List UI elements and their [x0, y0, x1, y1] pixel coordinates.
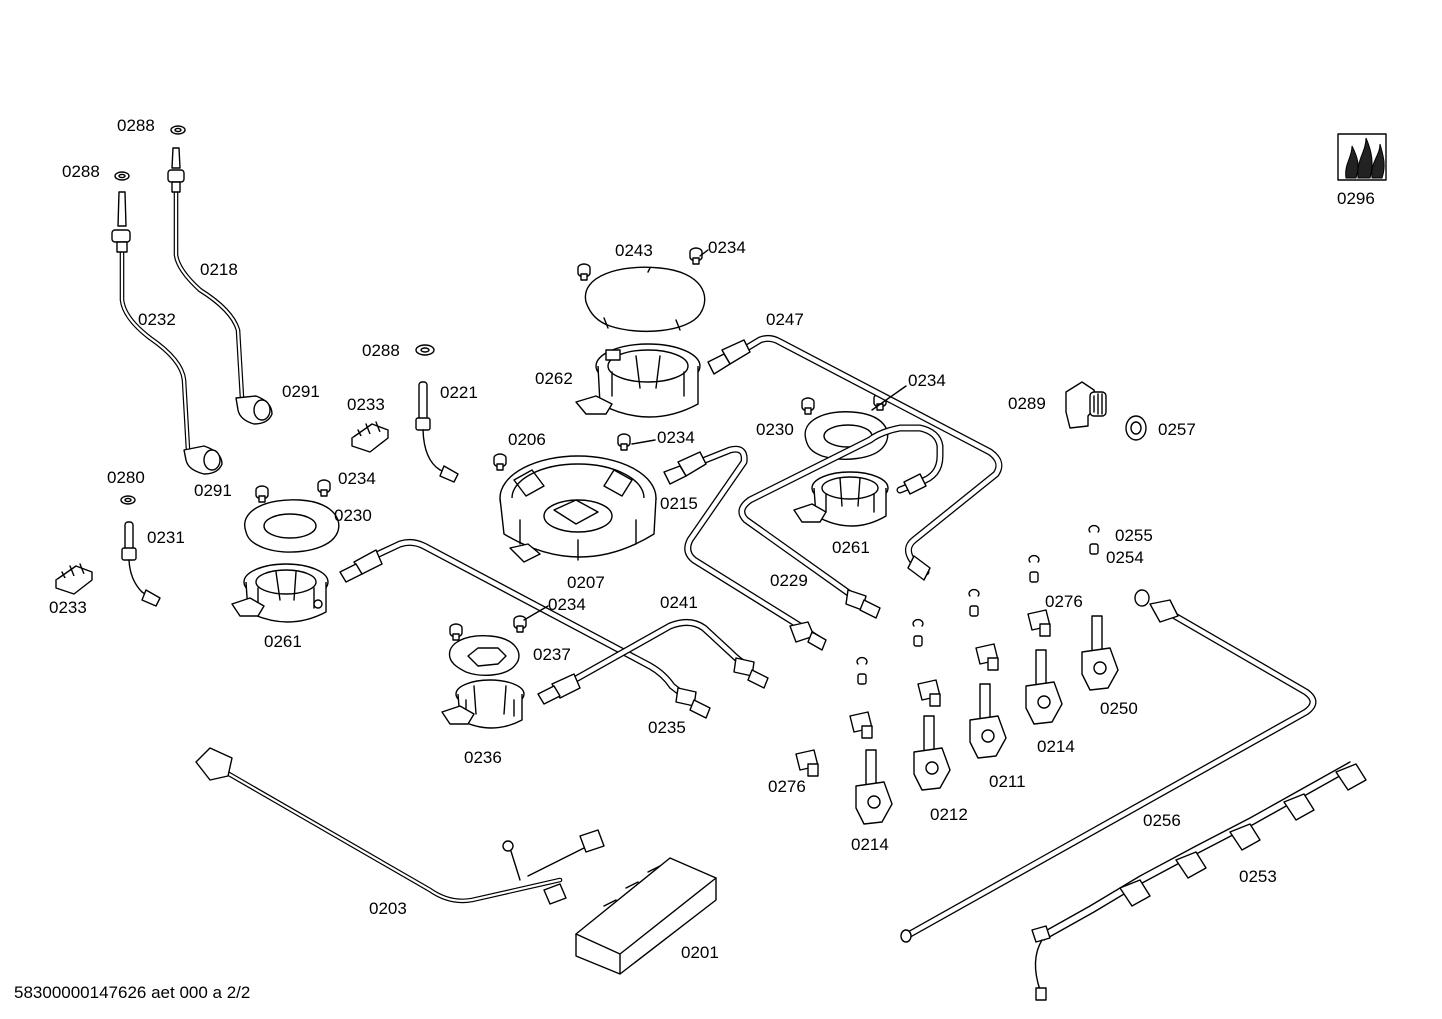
label-0296: 0296 — [1337, 189, 1375, 208]
label-0289: 0289 — [1008, 394, 1046, 413]
gas-valve-0250 — [1081, 615, 1119, 691]
label-0237: 0237 — [533, 645, 571, 664]
gas-pipe-0215 — [663, 445, 827, 651]
ignition-electrode-0221 — [415, 381, 459, 483]
label-0201: 0201 — [681, 943, 719, 962]
label-0236: 0236 — [464, 748, 502, 767]
label-0207: 0207 — [567, 573, 605, 592]
label-0229: 0229 — [770, 571, 808, 590]
burner-cup-0261-b — [793, 471, 889, 527]
screw-0234 — [255, 247, 887, 641]
gas-valve-0214-a — [1025, 649, 1063, 725]
label-0234: 0234 — [908, 371, 946, 390]
clip-0233-a — [351, 421, 389, 453]
gasket-0230-a — [244, 499, 340, 553]
wiring-harness-0203 — [195, 747, 605, 905]
washer-0288-c — [415, 344, 435, 356]
label-0230: 0230 — [756, 420, 794, 439]
label-0211: 0211 — [989, 772, 1026, 791]
clip-0233-b — [55, 563, 93, 595]
elbow-connector-0289 — [1065, 381, 1107, 429]
label-0291: 0291 — [282, 382, 320, 401]
label-0233: 0233 — [49, 598, 87, 617]
leader-lines — [523, 249, 907, 621]
ignition-harness-0253 — [1031, 761, 1367, 1001]
burner-cup-0261-a — [231, 563, 329, 623]
gas-valves — [795, 524, 1119, 825]
label-0250: 0250 — [1100, 699, 1138, 718]
label-0231: 0231 — [147, 528, 185, 547]
label-0243: 0243 — [615, 241, 653, 260]
label-0234: 0234 — [657, 428, 695, 447]
label-0212: 0212 — [930, 805, 968, 824]
label-0257: 0257 — [1158, 420, 1196, 439]
flame-symbol-0296 — [1337, 133, 1387, 181]
label-0221: 0221 — [440, 383, 478, 402]
wok-burner-0206 — [499, 455, 657, 563]
label-0254: 0254 — [1106, 548, 1144, 567]
thermocouple-0218 — [167, 147, 273, 425]
label-0288: 0288 — [362, 341, 400, 360]
gas-valve-0214-b — [855, 749, 893, 825]
sealing-washer-0257 — [1125, 415, 1147, 441]
gas-valve-0211 — [969, 683, 1007, 759]
thermocouple-0232 — [111, 191, 223, 475]
label-0218: 0218 — [200, 260, 238, 279]
ignition-electrode-0231 — [121, 521, 161, 607]
gas-valve-0212 — [913, 715, 951, 791]
gasket-0243 — [584, 266, 706, 333]
label-0235: 0235 — [648, 718, 686, 737]
label-0261: 0261 — [264, 632, 302, 651]
gas-pipe-0229 — [738, 424, 944, 619]
label-0288: 0288 — [62, 162, 100, 181]
label-0206: 0206 — [508, 430, 546, 449]
label-0276: 0276 — [1045, 592, 1083, 611]
burner-cup-0262 — [575, 343, 701, 418]
label-0241: 0241 — [660, 593, 698, 612]
label-0234: 0234 — [548, 595, 586, 614]
label-0214: 0214 — [1037, 737, 1075, 756]
label-0215: 0215 — [660, 494, 698, 513]
label-0288: 0288 — [117, 116, 155, 135]
washer-0288-b — [114, 171, 130, 181]
label-0233: 0233 — [347, 395, 385, 414]
label-0234: 0234 — [338, 469, 376, 488]
label-0230: 0230 — [334, 506, 372, 525]
label-0256: 0256 — [1143, 811, 1181, 830]
washer-0288-a — [170, 125, 186, 135]
gasket-0237 — [448, 635, 520, 676]
label-0280: 0280 — [107, 468, 145, 487]
label-0255: 0255 — [1115, 526, 1153, 545]
burner-cup-0236 — [441, 679, 525, 729]
part-labels: 0288 0288 0288 0218 0232 0291 0291 0233 … — [49, 116, 1375, 962]
gas-pipe-0247 — [707, 334, 1003, 581]
document-id-footer: 58300000147626 aet 000 a 2/2 — [14, 983, 250, 1002]
label-0232: 0232 — [138, 310, 176, 329]
label-0253: 0253 — [1239, 867, 1277, 886]
label-0247: 0247 — [766, 310, 804, 329]
gas-pipe-0241 — [537, 619, 769, 705]
gasket-0230-b — [804, 411, 889, 460]
label-0261: 0261 — [832, 538, 870, 557]
label-0234: 0234 — [708, 238, 746, 257]
label-0214: 0214 — [851, 835, 889, 854]
gas-main-pipe-0256 — [900, 589, 1317, 943]
label-0291: 0291 — [194, 481, 232, 500]
label-0276: 0276 — [768, 777, 806, 796]
washer-0280 — [120, 495, 136, 505]
label-0262: 0262 — [535, 369, 573, 388]
label-0203: 0203 — [369, 899, 407, 918]
ignition-module-0201 — [575, 857, 717, 975]
gas-pipe-0235 — [339, 538, 711, 719]
